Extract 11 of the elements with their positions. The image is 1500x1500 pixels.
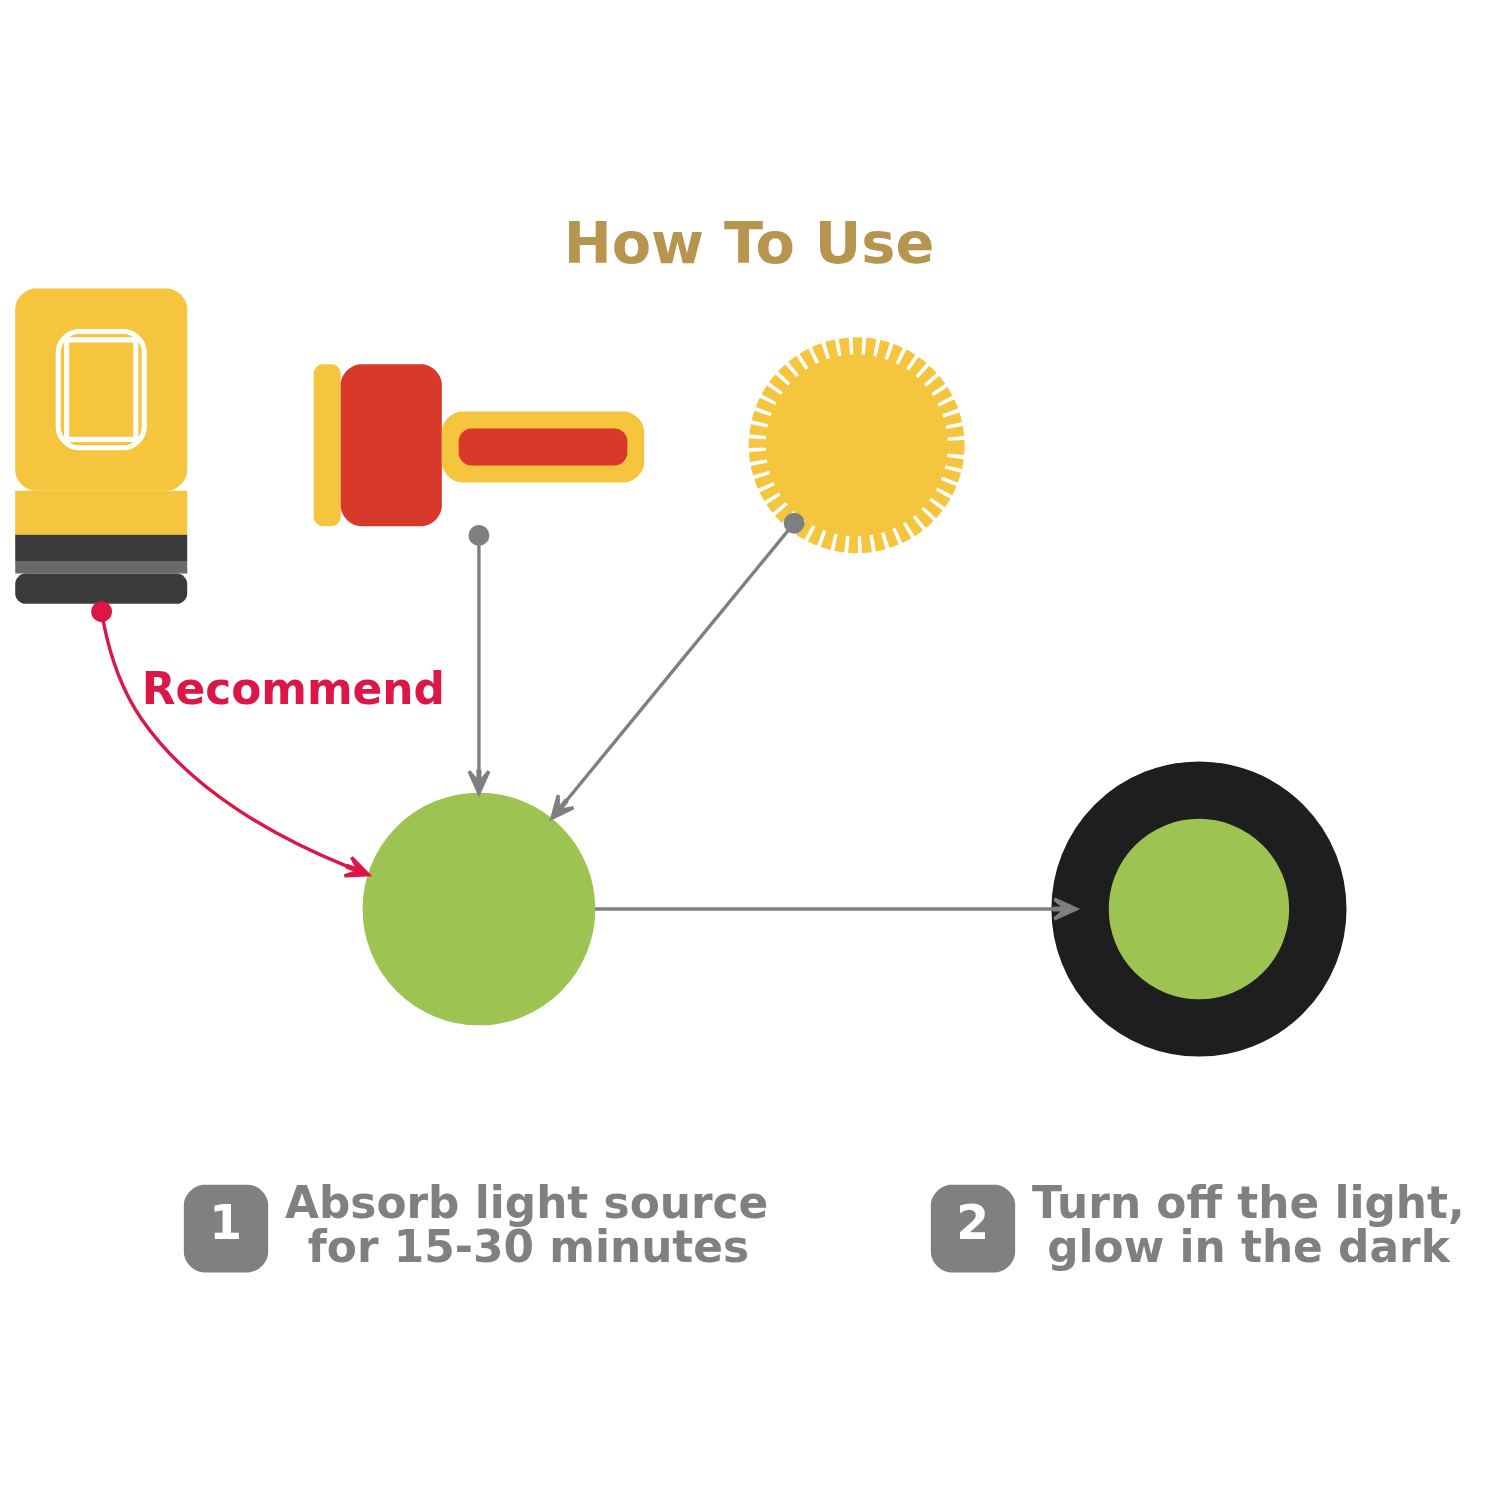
edge-label: Recommend (141, 662, 445, 714)
arrow (467, 524, 491, 795)
node-label: Turn off the light, glow in the dark (1032, 1176, 1465, 1272)
arrow (550, 512, 805, 820)
diagram-title: How To Use (563, 209, 935, 277)
node-label: 1 (209, 1194, 242, 1249)
node-label: 2 (956, 1194, 989, 1249)
arrow (594, 896, 1078, 921)
arrow (91, 600, 371, 878)
node-picture (748, 336, 965, 553)
node-label: Absorb light source for 15-30 minutes (285, 1176, 769, 1272)
